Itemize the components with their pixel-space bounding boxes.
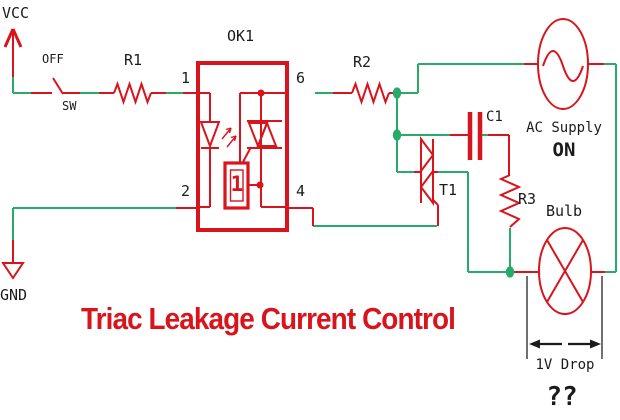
- pin-2-label: 2: [181, 182, 191, 200]
- gnd-label: GND: [0, 286, 28, 304]
- resistor-r1-label: R1: [124, 51, 143, 69]
- gate-wire: [176, 207, 314, 226]
- vcc-label: VCC: [2, 4, 30, 22]
- light-arrows-icon: [221, 127, 237, 148]
- question-marks: ??: [546, 382, 578, 412]
- power-switch: [31, 77, 80, 95]
- resistor-r1: [99, 80, 198, 106]
- capacitor-c1: [450, 112, 510, 175]
- junction-dots: [392, 87, 515, 278]
- voltage-drop-label: 1V Drop: [535, 357, 595, 373]
- resistor-r2: [333, 80, 397, 106]
- resistor-r3: [498, 174, 522, 228]
- pin-4-label: 4: [296, 182, 306, 200]
- ac-state-label: ON: [552, 139, 576, 161]
- phototriac-symbol: [242, 120, 282, 163]
- bulb-symbol: [513, 227, 605, 315]
- optocoupler-ok1: [196, 61, 289, 232]
- triac-t1-label: T1: [439, 181, 458, 199]
- ac-source-symbol: [524, 18, 604, 110]
- diagram-title: Triac Leakage Current Control: [81, 301, 456, 336]
- led-symbol: [199, 121, 221, 149]
- switch-state-label: OFF: [42, 52, 64, 66]
- switch-ref-label: SW: [62, 99, 77, 113]
- wires-green: [12, 63, 617, 273]
- resistor-r2-label: R2: [353, 53, 372, 71]
- ac-supply-label: AC Supply: [526, 120, 602, 136]
- gnd-symbol: [1, 240, 25, 280]
- triac-t1: [414, 136, 439, 226]
- pin-1-label: 1: [181, 69, 191, 87]
- voltage-drop-dimension: [526, 276, 603, 359]
- opto-channel-number: 1: [230, 172, 244, 196]
- resistor-r3-label: R3: [518, 190, 537, 208]
- capacitor-c1-label: C1: [486, 109, 503, 125]
- pin-6-label: 6: [296, 69, 306, 87]
- optocoupler-ref-label: OK1: [227, 27, 255, 45]
- bulb-label: Bulb: [545, 202, 583, 220]
- vcc-symbol: [3, 28, 23, 77]
